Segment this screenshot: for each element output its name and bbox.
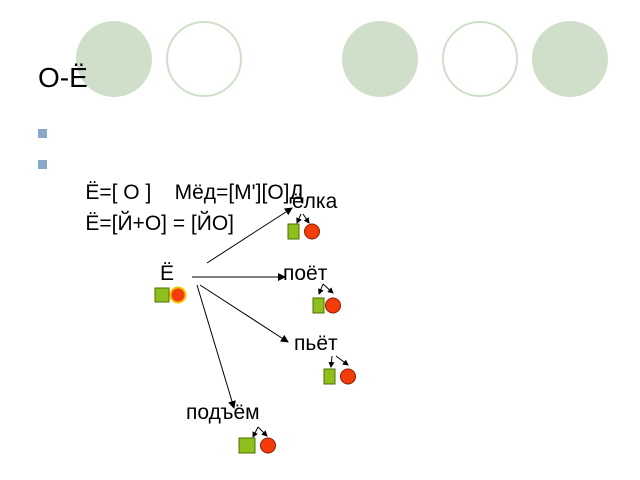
consonant-square-icon — [238, 437, 256, 454]
vowel-circle-icon — [340, 368, 356, 385]
bullet-item: Ё=[Й+О] = [ЙО] — [36, 149, 304, 235]
decor-circle-outline — [442, 21, 518, 97]
bullet-square-icon — [38, 129, 47, 138]
word-poyot: поёт — [283, 262, 328, 285]
decor-circle-filled — [342, 21, 418, 97]
decor-circle-outline — [166, 21, 242, 97]
consonant-square-icon — [323, 368, 336, 385]
vowel-circle-icon — [304, 223, 320, 240]
arrow-to-podyom — [196, 284, 236, 409]
word-podyom: подъём — [186, 401, 260, 424]
consonant-square-icon — [312, 297, 325, 314]
bullet-list: Ё=[ О ] Мёд=[М'][О]Д Ё=[Й+О] = [ЙО] — [36, 118, 304, 235]
arrow-to-pyot — [199, 284, 289, 343]
slide-title: О-Ё — [38, 62, 88, 93]
bullet-text: Ё=[Й+О] = [ЙО] — [85, 212, 235, 235]
vowel-circle-icon — [169, 286, 187, 304]
consonant-square-icon — [287, 223, 300, 240]
vowel-circle-icon — [260, 437, 276, 454]
bullet-square-icon — [38, 160, 47, 169]
decor-circle-filled — [76, 21, 152, 97]
decor-circle-filled — [532, 21, 608, 97]
consonant-square-icon — [154, 287, 170, 303]
source-letter: Ё — [160, 262, 175, 285]
word-yolka: ёлка — [292, 190, 338, 213]
bullet-item: Ё=[ О ] Мёд=[М'][О]Д — [36, 118, 304, 204]
arrow-to-yolka — [206, 207, 293, 264]
bullet-text: Ё=[ О ] Мёд=[М'][О]Д — [85, 181, 304, 204]
vowel-circle-icon — [325, 297, 341, 314]
word-pyot: пьёт — [294, 332, 338, 355]
